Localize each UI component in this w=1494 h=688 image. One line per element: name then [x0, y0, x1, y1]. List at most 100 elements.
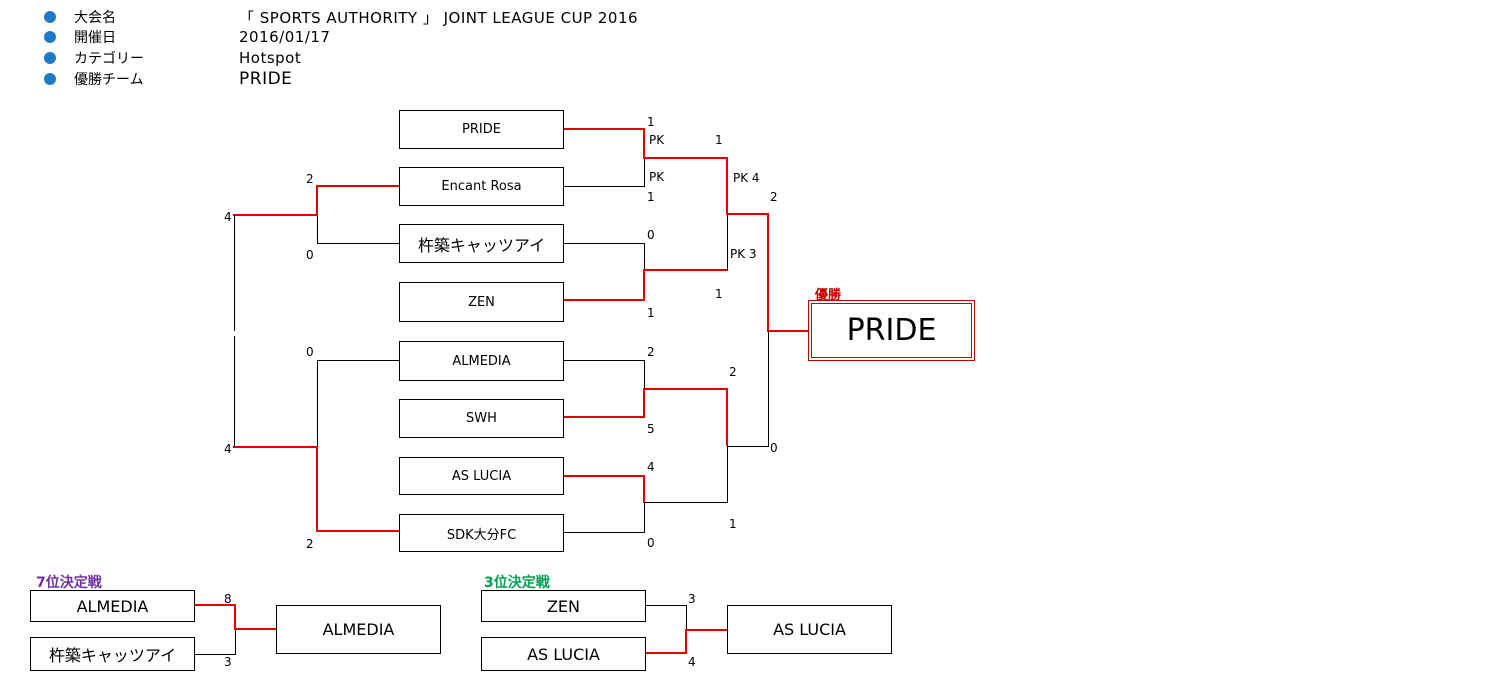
bracket-line: [564, 128, 645, 130]
score-label: 0: [647, 228, 655, 242]
info-label: 優勝チーム: [74, 72, 144, 88]
champion-title: 優勝: [815, 288, 842, 303]
bracket-line: [234, 215, 235, 331]
bracket-line: [318, 360, 399, 361]
info-row-date: 開催日 2016/01/17: [44, 27, 330, 47]
team-box: ALMEDIA: [399, 341, 564, 381]
team-box: 杵築キャッツアイ: [399, 224, 564, 263]
bracket-line: [564, 532, 645, 533]
bullet-icon: [44, 52, 56, 64]
score-label: 8: [224, 592, 232, 606]
team-box: ZEN: [399, 282, 564, 322]
team-box: ZEN: [481, 590, 646, 622]
bracket-line: [644, 158, 645, 187]
bracket-line: [564, 416, 645, 418]
bracket-line: [317, 215, 318, 244]
bracket-line: [644, 502, 727, 503]
champion-name: PRIDE: [811, 303, 972, 358]
team-box: PRIDE: [399, 110, 564, 149]
bracket-line: [234, 604, 236, 630]
bracket-line: [564, 360, 645, 361]
info-value: 2016/01/17: [239, 28, 331, 46]
team-box: Encant Rosa: [399, 167, 564, 206]
bracket-line: [767, 330, 809, 332]
score-label: 2: [647, 345, 655, 359]
bracket-line: [643, 388, 728, 390]
team-box: AS LUCIA: [399, 457, 564, 495]
bracket-line: [726, 388, 728, 446]
bullet-icon: [44, 11, 56, 23]
score-label: 0: [306, 345, 314, 359]
score-label: 1: [729, 517, 737, 531]
bracket-line: [644, 243, 645, 270]
score-label: 0: [647, 536, 655, 550]
team-box: SDK大分FC: [399, 514, 564, 552]
pk-label: PK: [649, 133, 665, 147]
bracket-line: [317, 360, 318, 447]
third-place-title: 3位決定戦: [484, 575, 550, 591]
bracket-line: [564, 475, 645, 477]
score-label: 3: [688, 592, 696, 606]
bullet-icon: [44, 31, 56, 43]
info-row-name: 大会名 「 SPORTS AUTHORITY 」 JOINT LEAGUE CU…: [44, 7, 638, 27]
score-label: 4: [688, 655, 696, 669]
score-label: 3: [224, 655, 232, 669]
bracket-line: [643, 269, 645, 301]
score-label: 2: [306, 172, 314, 186]
bracket-line: [643, 388, 645, 418]
bracket-line: [195, 654, 236, 655]
bracket-line: [643, 269, 728, 271]
bracket-line: [685, 629, 687, 654]
winner-box: ALMEDIA: [276, 605, 441, 654]
info-value: Hotspot: [239, 49, 302, 67]
bracket-line: [316, 446, 318, 532]
score-label: 1: [647, 306, 655, 320]
bracket-line: [233, 446, 318, 448]
bracket-line: [727, 446, 768, 447]
bracket-line: [233, 214, 318, 216]
bracket-line: [564, 299, 645, 301]
score-label: 2: [729, 365, 737, 379]
team-box: SWH: [399, 399, 564, 438]
winner-box: AS LUCIA: [727, 605, 892, 654]
score-label: 4: [647, 460, 655, 474]
champion-box: PRIDE: [808, 300, 975, 361]
pk-label: PK 3: [730, 247, 757, 261]
bracket-line: [686, 605, 687, 630]
score-label: 1: [647, 115, 655, 129]
score-label: 0: [770, 441, 778, 455]
bracket-line: [685, 629, 727, 631]
bracket-line: [564, 186, 645, 187]
seventh-place-title: 7位決定戦: [36, 575, 102, 591]
bracket-line: [316, 185, 318, 215]
info-row-category: カテゴリー Hotspot: [44, 48, 301, 68]
bracket-line: [727, 214, 728, 270]
score-label: 0: [306, 248, 314, 262]
bracket-line: [726, 157, 728, 215]
info-row-winner: 優勝チーム PRIDE: [44, 69, 292, 89]
bracket-line: [726, 213, 769, 215]
team-box: AS LUCIA: [481, 637, 646, 671]
bracket-line: [646, 652, 687, 654]
bracket-line: [768, 331, 769, 447]
bracket-line: [643, 128, 645, 158]
bracket-line: [643, 157, 728, 159]
team-box: ALMEDIA: [30, 590, 195, 622]
score-label: 1: [715, 287, 723, 301]
score-label: 4: [224, 442, 232, 456]
bracket-line: [644, 360, 645, 389]
bracket-line: [234, 628, 276, 630]
info-value: PRIDE: [239, 69, 293, 89]
bracket-line: [234, 336, 235, 447]
bracket-line: [317, 185, 399, 187]
bracket-line: [727, 446, 728, 503]
bullet-icon: [44, 73, 56, 85]
score-label: 2: [770, 190, 778, 204]
info-value: 「 SPORTS AUTHORITY 」 JOINT LEAGUE CUP 20…: [239, 8, 639, 27]
bracket-line: [644, 503, 645, 533]
score-label: 4: [224, 210, 232, 224]
team-box: 杵築キャッツアイ: [30, 637, 195, 671]
bracket-line: [317, 530, 399, 532]
bracket-line: [318, 243, 399, 244]
score-label: 1: [715, 133, 723, 147]
